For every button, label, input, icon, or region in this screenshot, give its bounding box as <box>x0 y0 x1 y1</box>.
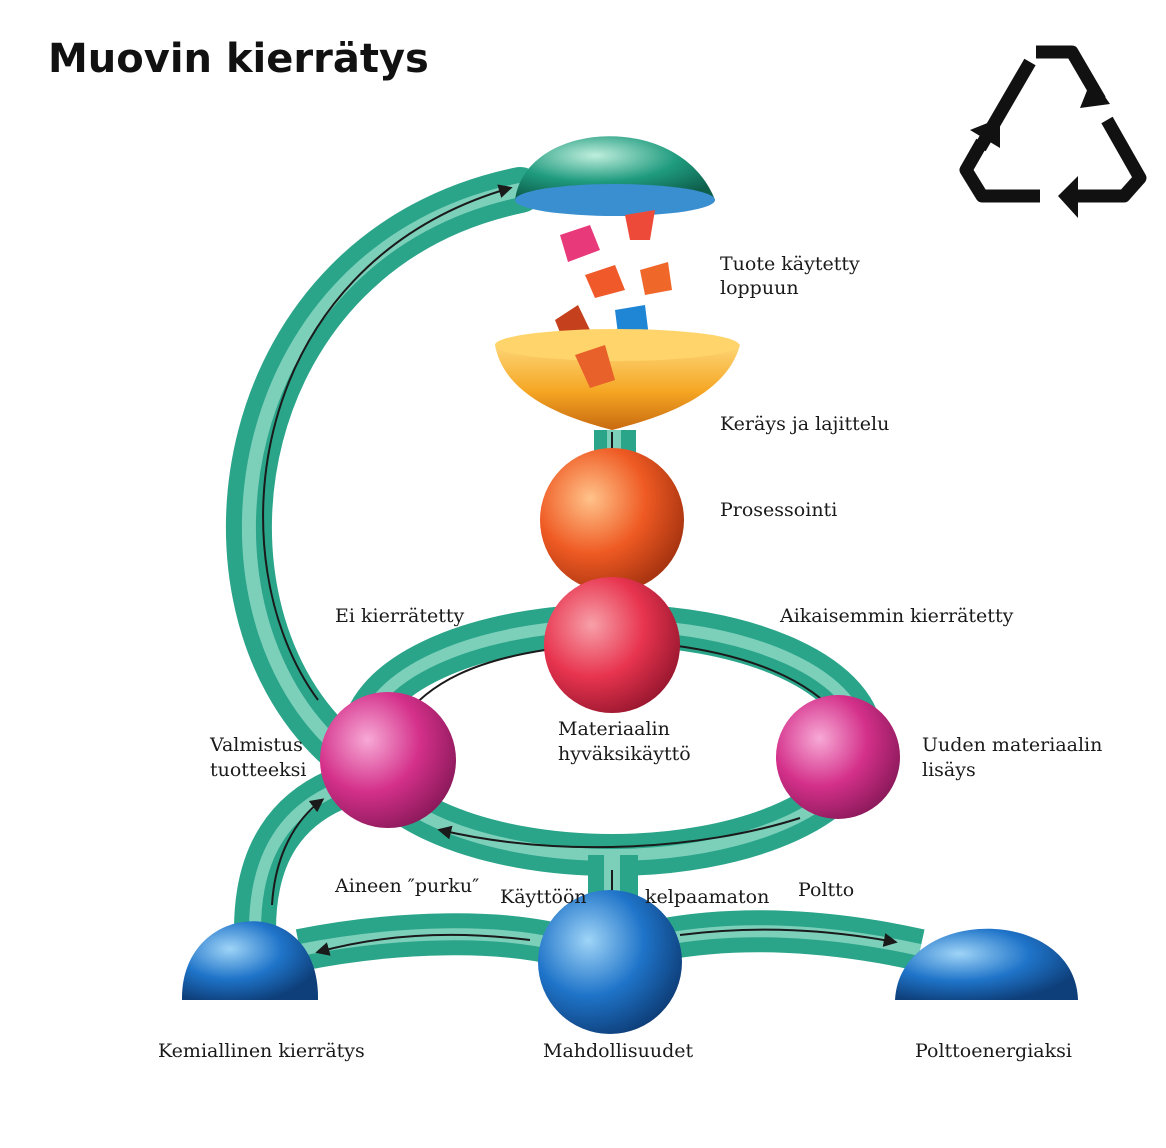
label-chemical-recycling: Kemiallinen kierrätys <box>158 1040 365 1062</box>
label-manufacturing-1: Valmistus <box>209 734 303 756</box>
new-material-ball <box>776 695 900 819</box>
label-new-material-1: Uuden materiaalin <box>922 734 1102 756</box>
manufacturing-ball <box>320 692 456 828</box>
label-new-material-2: lisäys <box>922 759 976 781</box>
page-title: Muovin kierrätys <box>48 36 429 82</box>
fuel-energy-dome <box>895 929 1078 1000</box>
label-product-used-1: Tuote käytetty <box>720 253 860 275</box>
label-unusable-left: Käyttöön <box>500 886 587 908</box>
label-possibilities: Mahdollisuudet <box>543 1040 693 1062</box>
material-reuse-ball <box>544 577 680 713</box>
label-processing: Prosessointi <box>720 499 837 521</box>
label-material-reuse-2: hyväksikäyttö <box>558 743 691 765</box>
possibilities-ball <box>538 890 682 1034</box>
label-material-reuse-1: Materiaalin <box>558 718 670 740</box>
label-unusable-right: kelpaamaton <box>645 886 769 908</box>
processing-ball <box>540 448 684 592</box>
label-collection: Keräys ja lajittelu <box>720 413 889 435</box>
label-fuel-energy: Polttoenergiaksi <box>915 1040 1072 1062</box>
label-incineration: Poltto <box>798 879 854 901</box>
recycle-icon <box>966 52 1140 218</box>
label-previously-recycled: Aikaisemmin kierrätetty <box>779 605 1014 627</box>
label-breakdown: Aineen ″purku″ <box>334 875 479 897</box>
label-product-used-2: loppuun <box>720 277 799 299</box>
label-not-recycled: Ei kierrätetty <box>335 605 464 627</box>
plastic-pieces <box>555 210 672 350</box>
label-manufacturing-2: tuotteeksi <box>210 759 306 781</box>
